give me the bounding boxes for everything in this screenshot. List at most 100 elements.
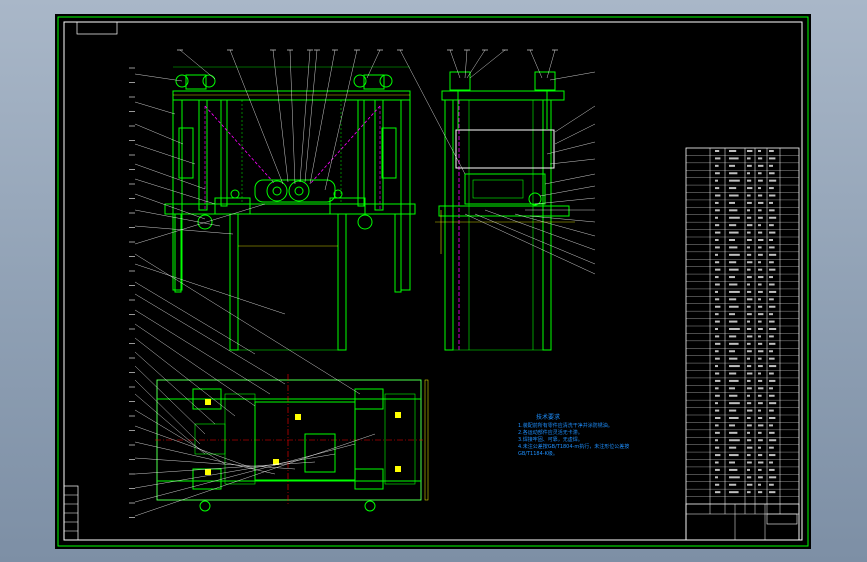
parts-list-cell-mark — [769, 424, 773, 427]
parts-list-cell-mark — [758, 357, 762, 360]
parts-list-cell-mark — [758, 491, 763, 494]
parts-list-cell-mark — [715, 320, 720, 323]
parts-list-cell-mark — [715, 402, 718, 405]
parts-list-cell-mark — [747, 483, 753, 486]
parts-list-cell-mark — [715, 350, 719, 353]
parts-list-cell-mark — [729, 379, 739, 382]
parts-list-cell-mark — [715, 283, 720, 286]
parts-list-cell-mark — [729, 201, 735, 204]
parts-list-cell-mark — [769, 150, 774, 152]
parts-list-cell-mark — [715, 394, 720, 397]
parts-list-cell-mark — [747, 461, 752, 464]
parts-list-cell-mark — [729, 424, 735, 427]
parts-list-cell-mark — [758, 439, 763, 442]
parts-list-cell-mark — [729, 476, 740, 479]
parts-list-cell-mark — [758, 261, 761, 264]
parts-list-cell-mark — [769, 409, 774, 412]
parts-list-cell-mark — [747, 298, 753, 301]
parts-list-cell-mark — [769, 268, 776, 271]
parts-list-cell-mark — [747, 246, 750, 249]
parts-list-cell-mark — [747, 402, 752, 405]
parts-list-cell-mark — [758, 454, 763, 457]
parts-list-cell-mark — [729, 491, 739, 494]
parts-list-cell-mark — [715, 179, 718, 182]
leader-lines — [134, 49, 596, 517]
parts-list-cell-mark — [747, 216, 752, 219]
parts-list-cell-mark — [747, 231, 751, 234]
parts-list-cell-mark — [769, 320, 775, 323]
parts-list-cell-mark — [769, 335, 774, 338]
parts-list-cell-mark — [769, 372, 774, 375]
parts-list-cell-mark — [747, 239, 752, 241]
parts-list-cell-mark — [769, 313, 773, 316]
parts-list-cell-mark — [769, 454, 776, 457]
parts-list-cell-mark — [769, 365, 777, 368]
parts-list-cell-mark — [747, 446, 753, 449]
parts-list-cell-mark — [729, 328, 740, 330]
parts-list-cell-mark — [758, 187, 761, 190]
parts-list-cell-mark — [747, 417, 751, 419]
parts-list-cell-mark — [729, 246, 738, 249]
parts-list-cell-mark — [729, 239, 735, 241]
parts-list-cell-mark — [747, 209, 750, 212]
parts-list-cell-mark — [747, 224, 753, 227]
parts-list-cell-mark — [758, 335, 761, 338]
parts-list-cell-mark — [758, 320, 762, 323]
parts-list-cell-mark — [729, 446, 737, 449]
parts-list-cell-mark — [758, 402, 763, 405]
parts-list-cell-mark — [715, 387, 719, 390]
parts-list-cell-mark — [747, 305, 751, 308]
parts-list-cell-mark — [769, 179, 777, 182]
parts-list-cell-mark — [758, 268, 763, 271]
parts-list-cell-mark — [747, 424, 752, 427]
parts-list-cell-mark — [769, 350, 773, 353]
parts-list-cell-mark — [758, 172, 762, 175]
parts-list-cell-mark — [729, 350, 735, 353]
parts-list-cell-mark — [758, 424, 764, 427]
parts-list-cell-mark — [747, 372, 753, 375]
parts-list-cell-mark — [729, 231, 739, 234]
cad-drawing-sheet[interactable]: 技术要求 1.装配前所有零件应清洗干净并涂防锈油。 2.各运动部件应灵活无卡滞。… — [55, 14, 811, 549]
parts-list-cell-mark — [769, 446, 774, 449]
inner-border — [63, 21, 803, 541]
parts-list-cell-mark — [769, 417, 776, 419]
parts-list-cell-mark — [747, 491, 751, 494]
parts-list-cell-mark — [758, 216, 763, 219]
parts-list-cell-mark — [715, 417, 721, 419]
parts-list-cell-mark — [715, 342, 721, 345]
parts-list-cell-mark — [769, 387, 773, 390]
left-binding-strip — [63, 485, 79, 541]
parts-list-cell-mark — [715, 446, 720, 449]
parts-list-cell-mark — [729, 216, 740, 219]
parts-list-cell-mark — [747, 253, 752, 256]
parts-list-cell-mark — [758, 461, 764, 464]
parts-list-cell-mark — [729, 313, 735, 316]
parts-list-cell-mark — [747, 268, 751, 271]
parts-list-cell-mark — [747, 187, 753, 190]
parts-list-cell-mark — [715, 454, 721, 457]
parts-list-cell-mark — [715, 201, 719, 204]
parts-list-cell-mark — [715, 290, 718, 293]
parts-list-cell-mark — [769, 164, 773, 167]
parts-list-cell-mark — [715, 268, 721, 271]
parts-list-cell-mark — [758, 305, 763, 308]
parts-list-cell-mark — [715, 209, 720, 212]
parts-list-cell-mark — [715, 276, 719, 279]
parts-list-cell-mark — [715, 328, 718, 330]
parts-list-cell-mark — [715, 483, 720, 486]
parts-list-cell-mark — [729, 187, 737, 190]
parts-list-cell-mark — [715, 305, 721, 308]
parts-list-cell-mark — [715, 187, 720, 190]
parts-list-cell-mark — [715, 231, 721, 234]
parts-list-cell-mark — [747, 157, 751, 160]
parts-list-cell-mark — [715, 365, 718, 368]
parts-list-cell-mark — [747, 431, 750, 434]
parts-list-cell-mark — [758, 313, 764, 316]
parts-list-cell-mark — [747, 394, 750, 397]
parts-list-cell-mark — [729, 194, 739, 197]
side-view — [435, 71, 575, 351]
parts-list-cell-mark — [758, 350, 764, 353]
parts-list-cell-mark — [758, 150, 761, 152]
parts-list-cell-mark — [769, 201, 773, 204]
parts-list-cell-mark — [715, 216, 718, 219]
